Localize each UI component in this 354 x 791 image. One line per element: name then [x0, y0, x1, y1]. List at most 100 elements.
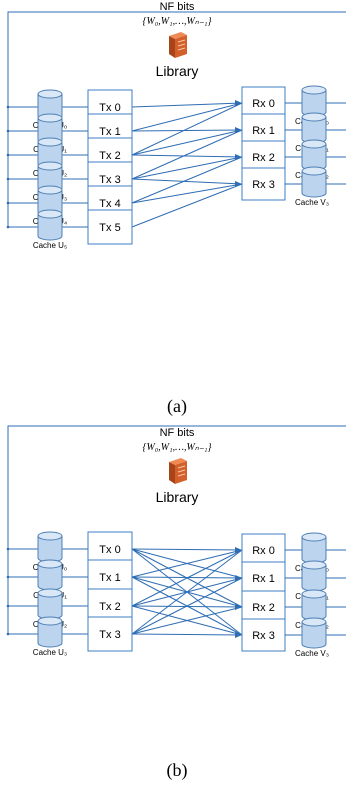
link-line: [131, 549, 243, 635]
bits-label: NF bits: [160, 1, 195, 13]
panel-caption: (a): [167, 396, 187, 417]
cylinder-top: [37, 616, 63, 626]
tx-label: Tx 1: [99, 126, 120, 138]
arrowhead: [235, 127, 242, 133]
cylinder-body: [301, 171, 327, 198]
junction-dot: [6, 105, 10, 109]
rx-label: Rx 1: [252, 573, 275, 585]
cylinder-top: [37, 588, 63, 598]
cylinder-top: [301, 589, 327, 599]
bits-label: NF bits: [160, 427, 195, 439]
link-line: [131, 129, 243, 180]
tx-label: Tx 0: [99, 102, 120, 114]
link-line: [131, 102, 243, 108]
cylinder-top: [37, 137, 63, 147]
rx-label: Rx 1: [252, 125, 275, 137]
cache-cylinder-icon: [37, 588, 63, 620]
server-slot: [177, 47, 186, 51]
link-line: [131, 129, 243, 156]
cache-cylinder-icon: [301, 617, 327, 649]
rx-label: Rx 0: [252, 98, 275, 110]
cylinder-top: [301, 532, 327, 542]
rx-box: [241, 533, 286, 567]
cylinder-top: [301, 112, 327, 122]
server-top: [169, 458, 187, 465]
file-set-label: {W₀,W₁,…,Wₙ₋₁}: [142, 442, 211, 453]
tx-box: [87, 616, 133, 652]
link-line: [131, 156, 243, 204]
cylinder-top: [37, 559, 63, 569]
server-icon: [169, 32, 187, 58]
cylinder-top: [37, 113, 63, 123]
cache-label: Cache U₃: [33, 648, 67, 657]
link-line: [131, 154, 243, 158]
link-line: [131, 178, 243, 185]
transmitter-5: Cache U₅ Tx 5: [6, 209, 133, 250]
server-slot: [177, 43, 186, 47]
tx-label: Tx 3: [99, 174, 120, 186]
rx-box: [241, 590, 286, 624]
junction-dot: [6, 201, 10, 205]
rx-label: Rx 3: [252, 630, 275, 642]
cache-label: Cache U₅: [33, 241, 67, 250]
cache-cylinder-icon: [301, 112, 327, 144]
junction-dot: [6, 177, 10, 181]
link-line: [131, 549, 243, 578]
cylinder-body: [37, 621, 63, 648]
junction-dot: [6, 604, 10, 608]
link-line: [131, 156, 243, 180]
cylinder-top: [301, 85, 327, 95]
library-label: Library: [156, 489, 199, 505]
arrowhead: [235, 100, 242, 106]
rx-label: Rx 2: [252, 602, 275, 614]
server-side: [169, 462, 175, 484]
server-front: [175, 461, 187, 484]
junction-dot: [6, 547, 10, 551]
server-slot: [177, 39, 186, 43]
server-slot: [177, 465, 186, 469]
tx-label: Tx 5: [99, 222, 120, 234]
cylinder-top: [37, 209, 63, 219]
server-top: [169, 32, 187, 39]
cache-cylinder-icon: [301, 166, 327, 198]
link-line: [131, 129, 243, 132]
cache-cylinder-icon: [37, 89, 63, 121]
rx-label: Rx 0: [252, 545, 275, 557]
cylinder-top: [301, 166, 327, 176]
cache-cylinder-icon: [301, 532, 327, 564]
cache-cylinder-icon: [37, 531, 63, 563]
cylinder-top: [37, 161, 63, 171]
panel-caption: (b): [167, 760, 188, 781]
server-icon: [169, 458, 187, 484]
tx-box: [87, 209, 133, 245]
junction-dot: [6, 575, 10, 579]
cache-cylinder-icon: [301, 85, 327, 117]
cache-label: Cache V₃: [295, 198, 329, 207]
tx-label: Tx 4: [99, 198, 120, 210]
link-line: [131, 548, 243, 551]
arrowhead: [235, 154, 242, 160]
junction-dot: [6, 632, 10, 636]
cylinder-top: [37, 531, 63, 541]
junction-dot: [6, 129, 10, 133]
cylinder-body: [37, 214, 63, 241]
file-set-label: {W₀,W₁,…,Wₙ₋₁}: [142, 16, 211, 27]
arrowhead: [235, 604, 242, 610]
cylinder-body: [301, 622, 327, 649]
link-line: [131, 183, 243, 228]
rx-label: Rx 3: [252, 179, 275, 191]
cache-cylinder-icon: [37, 616, 63, 648]
rx-box: [241, 561, 286, 595]
server-front: [175, 35, 187, 58]
cache-cylinder-icon: [301, 139, 327, 171]
server-slot: [177, 469, 186, 473]
cache-cylinder-icon: [301, 560, 327, 592]
tx-label: Tx 0: [99, 544, 120, 556]
cylinder-top: [301, 560, 327, 570]
